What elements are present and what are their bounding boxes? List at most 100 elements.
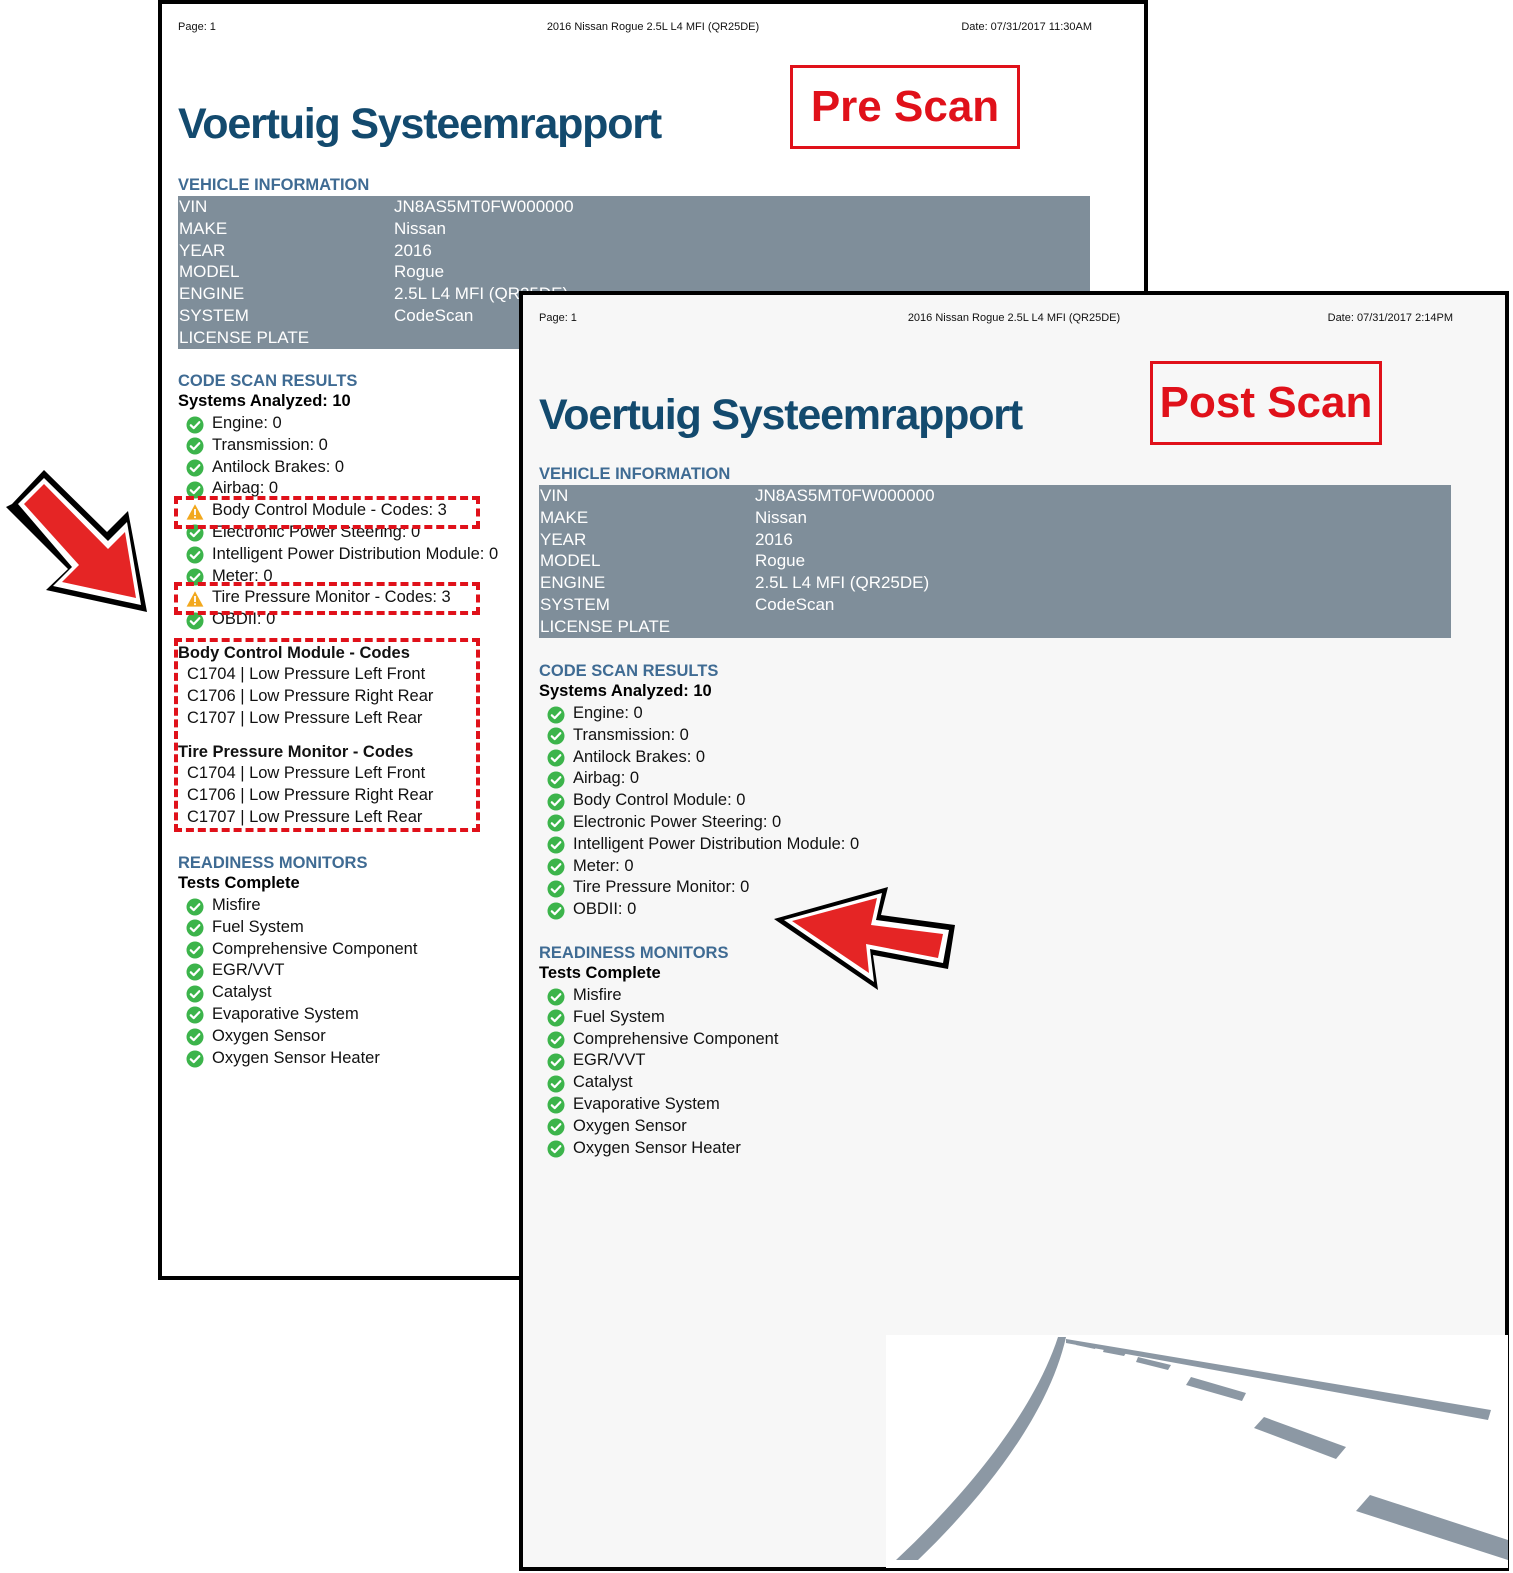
- green-check-circle-icon: [186, 524, 204, 542]
- vehicle-info-value: 2016: [394, 240, 432, 260]
- warning-triangle-icon: [186, 591, 204, 607]
- vehicle-information-heading: VEHICLE INFORMATION: [178, 176, 370, 194]
- green-check-circle-icon: [186, 898, 204, 915]
- system-label: Tire Pressure Monitor - Codes: 3: [212, 588, 451, 607]
- code-group-title: Tire Pressure Monitor - Codes: [178, 743, 414, 761]
- system-label: Body Control Module - Codes: 3: [212, 501, 447, 520]
- vehicle-info-key: LICENSE PLATE: [179, 327, 310, 347]
- red-arrow-pointer-right-icon: [774, 887, 955, 990]
- red-arrow-pointer-left-icon: [6, 470, 147, 612]
- green-check-circle-icon: [547, 1075, 565, 1093]
- pre-scan-stamp: Pre Scan: [790, 65, 1020, 149]
- green-check-circle-icon: [186, 437, 204, 455]
- system-label: Meter: 0: [212, 566, 273, 585]
- green-check-circle-icon: [547, 1140, 565, 1158]
- monitor-label: Comprehensive Component: [212, 939, 418, 958]
- green-check-circle-icon: [547, 727, 565, 745]
- code-group-title: Body Control Module - Codes: [178, 644, 410, 662]
- readiness-monitors-heading: READINESS MONITORS: [178, 854, 368, 872]
- system-label: Electronic Power Steering: 0: [573, 812, 782, 831]
- green-check-circle-icon: [186, 1028, 204, 1046]
- vehicle-info-value: CodeScan: [394, 305, 474, 325]
- systems-analyzed: Systems Analyzed: 10: [539, 682, 712, 700]
- vehicle-info-value: JN8AS5MT0FW000000: [755, 486, 935, 505]
- vehicle-info-key: VIN: [540, 486, 569, 505]
- vehicle-info-key: MAKE: [179, 218, 228, 238]
- report-date: Date: 07/31/2017 2:14PM: [1327, 312, 1453, 324]
- vehicle-info-key: VIN: [179, 197, 208, 216]
- highlight-box-codes: [174, 638, 480, 832]
- page-number: Page: 1: [178, 21, 216, 33]
- monitor-label: Evaporative System: [212, 1004, 359, 1023]
- vehicle-info-row: YEAR 2016: [539, 529, 1451, 551]
- monitor-label: Fuel System: [212, 917, 304, 936]
- system-label: Intelligent Power Distribution Module: 0: [573, 834, 860, 853]
- system-label: Intelligent Power Distribution Module: 0: [212, 544, 499, 563]
- code-scan-results-heading: CODE SCAN RESULTS: [178, 372, 358, 390]
- green-check-circle-icon: [547, 1096, 565, 1114]
- vehicle-info-key: YEAR: [540, 529, 587, 549]
- vehicle-info-value: 2016: [755, 529, 793, 549]
- system-label: Engine: 0: [212, 414, 282, 432]
- green-check-circle-icon: [547, 1009, 565, 1027]
- vehicle-info-key: SYSTEM: [179, 305, 249, 325]
- vehicle-information-heading: VEHICLE INFORMATION: [539, 465, 731, 483]
- system-label: Tire Pressure Monitor: 0: [573, 878, 750, 897]
- vehicle-info-row: LICENSE PLATE: [178, 327, 1090, 349]
- green-check-circle-icon: [547, 793, 565, 811]
- green-check-circle-icon: [186, 941, 204, 959]
- green-check-circle-icon: [186, 985, 204, 1003]
- green-check-circle-icon: [547, 814, 565, 832]
- vehicle-info-key: SYSTEM: [540, 594, 610, 614]
- system-label: Airbag: 0: [573, 769, 640, 788]
- tests-complete: Tests Complete: [178, 874, 300, 892]
- monitor-label: Oxygen Sensor Heater: [573, 1138, 741, 1157]
- green-check-circle-icon: [547, 749, 565, 767]
- green-check-circle-icon: [547, 858, 565, 876]
- monitor-label: EGR/VVT: [212, 961, 285, 980]
- system-label: OBDII: 0: [573, 900, 637, 919]
- tire-pressure-monitor-codes: Tire Pressure Monitor - Codes C1704 | Lo…: [178, 741, 433, 828]
- system-label: Engine: 0: [573, 704, 643, 722]
- vehicle-info-value: Rogue: [755, 551, 806, 571]
- system-label: Antilock Brakes: 0: [573, 747, 706, 766]
- green-check-circle-icon: [186, 568, 204, 586]
- green-check-circle-icon: [547, 1118, 565, 1136]
- vehicle-info-value: JN8AS5MT0FW000000: [394, 197, 574, 216]
- vehicle-info-row: SYSTEM CodeScan: [178, 305, 1090, 327]
- vehicle-info-value: Nissan: [755, 507, 807, 527]
- green-check-circle-icon: [547, 880, 565, 898]
- monitor-label: EGR/VVT: [573, 1051, 646, 1070]
- green-check-circle-icon: [186, 1006, 204, 1024]
- vehicle-info-row: LICENSE PLATE: [539, 616, 1451, 638]
- readiness-monitors-heading: READINESS MONITORS: [539, 944, 729, 962]
- page-number: Page: 1: [539, 312, 577, 324]
- green-check-circle-icon: [547, 1053, 565, 1071]
- vehicle-info-row: VIN JN8AS5MT0FW000000: [539, 485, 1451, 507]
- green-check-circle-icon: [547, 836, 565, 854]
- monitor-label: Oxygen Sensor Heater: [212, 1048, 380, 1067]
- highlight-box-body-control: [174, 496, 480, 529]
- report-title: Voertuig Systeemrapport: [539, 391, 1023, 439]
- post-scan-stamp: Post Scan: [1150, 361, 1382, 445]
- green-check-circle-icon: [186, 416, 204, 433]
- monitor-label: Catalyst: [573, 1073, 633, 1092]
- green-check-circle-icon: [186, 963, 204, 981]
- code-row: C1707 | Low Pressure Left Rear: [187, 807, 423, 826]
- code-scan-results-heading: CODE SCAN RESULTS: [539, 662, 719, 680]
- monitor-label: Evaporative System: [573, 1094, 720, 1113]
- monitor-label: Catalyst: [212, 983, 272, 1002]
- monitor-label: Misfire: [573, 986, 622, 1004]
- green-check-circle-icon: [547, 1031, 565, 1049]
- monitor-label: Fuel System: [573, 1007, 665, 1026]
- vehicle-info-key: LICENSE PLATE: [540, 616, 671, 636]
- monitor-label: Comprehensive Component: [573, 1029, 779, 1048]
- monitor-label: Oxygen Sensor: [573, 1116, 687, 1135]
